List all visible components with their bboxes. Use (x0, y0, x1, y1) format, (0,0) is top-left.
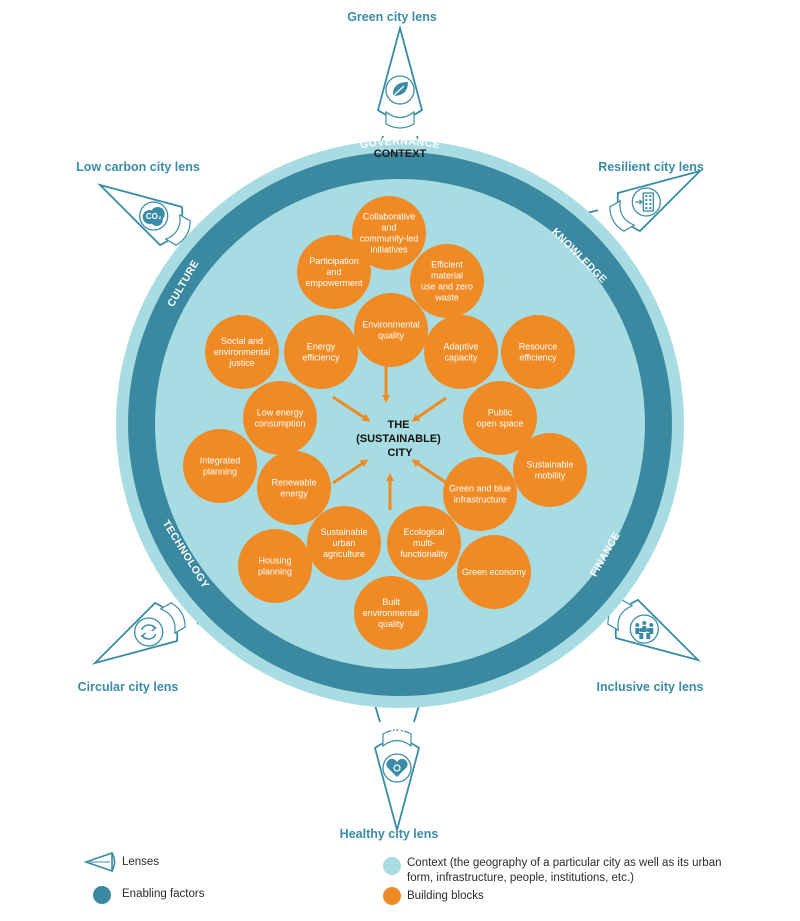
svg-text:CO₂: CO₂ (146, 212, 162, 221)
lens-label: Inclusive city lens (597, 680, 704, 694)
legend-enabling-label: Enabling factors (122, 888, 205, 900)
data-and-information-label: DATA AND INFORMATION (332, 711, 468, 734)
building-block: Green economy (457, 535, 531, 609)
lens-label: Healthy city lens (340, 827, 439, 841)
lens: CO₂ Low carbon city lens (76, 160, 220, 268)
building-block-circle (238, 529, 312, 603)
lens: Healthy city lens (340, 704, 439, 841)
arrow (332, 459, 369, 485)
arrow (411, 396, 447, 422)
building-block-circle (307, 506, 381, 580)
building-block-circle (387, 506, 461, 580)
building-block-circle (243, 381, 317, 455)
lens-label: Green city lens (347, 10, 437, 24)
lens-label: Resilient city lens (598, 160, 704, 174)
legend-enabling-swatch (93, 886, 111, 904)
lens: Green city lens (347, 10, 437, 154)
arrow (332, 395, 371, 422)
leaf-icon (385, 75, 415, 105)
building-block-circle (424, 315, 498, 389)
arrow-layer (332, 360, 449, 510)
lens: Circular city lens (78, 580, 215, 694)
people-icon (629, 614, 659, 644)
heart-icon (382, 753, 412, 783)
building-block-circle (354, 576, 428, 650)
building-block-circle (297, 235, 371, 309)
building-block-circle (183, 429, 257, 503)
building-icon (631, 187, 661, 217)
lens-label: Low carbon city lens (76, 160, 200, 174)
building-block-circle (205, 315, 279, 389)
building-block-circle (284, 315, 358, 389)
building-block-label: Green economy (462, 567, 527, 577)
building-block-circle (457, 535, 531, 609)
legend-lens-symbol (83, 851, 116, 873)
center-title: THE (SUSTAINABLE) CITY (356, 419, 444, 459)
lens: Resilient city lens (580, 160, 704, 254)
legend-context-swatch (383, 857, 401, 875)
co2-icon: CO₂ (139, 201, 169, 231)
building-block-circle (463, 381, 537, 455)
arrow (411, 459, 449, 486)
building-block-circle (352, 196, 426, 270)
building-block-circle (354, 293, 428, 367)
governance-label: GOVERNANCE (359, 135, 441, 151)
context-label: CONTEXT (374, 148, 427, 160)
building-block-circle (501, 315, 575, 389)
building-block-circle (513, 433, 587, 507)
recycle-icon (134, 617, 164, 647)
legend-lenses-label: Lenses (122, 856, 160, 868)
legend-building-label: Building blocks (407, 890, 484, 902)
legend-building-swatch (383, 887, 401, 905)
building-block-circle (410, 244, 484, 318)
legend-context-label: Context (the geography of a particular c… (407, 857, 722, 884)
building-block-circle (443, 457, 517, 531)
lens-label: Circular city lens (78, 680, 179, 694)
building-block-circle (257, 451, 331, 525)
